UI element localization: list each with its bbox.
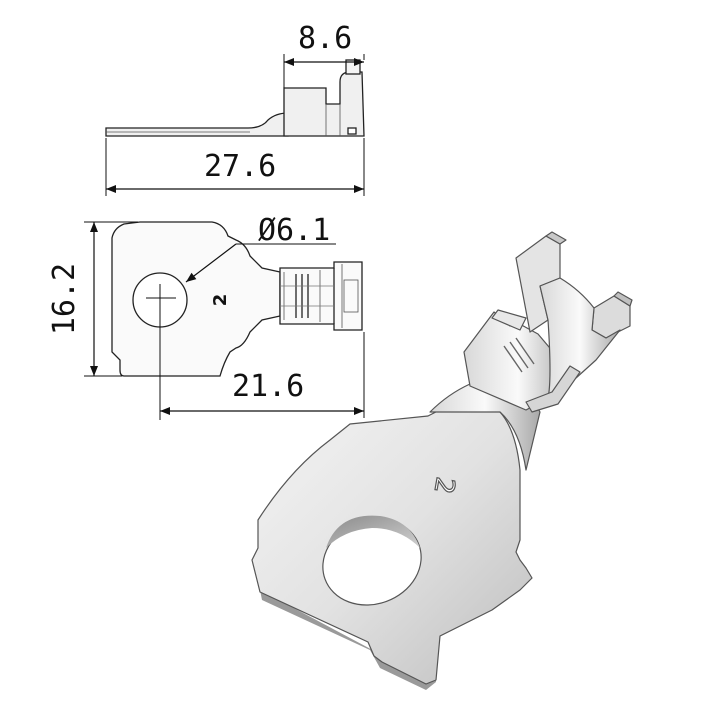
- dimension-tongue-width-label: 16.2: [47, 263, 82, 335]
- isometric-barrel-shell: [539, 277, 621, 399]
- top-view-barrel: [279, 261, 363, 331]
- dimension-overall-length-label: 27.6: [204, 149, 276, 184]
- isometric-serrations: [503, 337, 535, 373]
- side-view: [105, 59, 365, 137]
- dimension-hole-to-end: 21.6: [160, 332, 365, 418]
- dimension-overall-length: 27.6: [105, 138, 365, 196]
- top-view-tongue: [111, 221, 281, 377]
- dimension-hole-diameter: Ø6.1: [185, 213, 336, 283]
- dimension-hole-to-end-label: 21.6: [232, 369, 304, 404]
- side-view-crimp-barrel: [283, 71, 365, 137]
- side-view-tongue: [105, 112, 289, 137]
- dimension-crimp-width-label: 8.6: [298, 21, 352, 56]
- dimension-hole-diameter-label: Ø6.1: [258, 213, 330, 248]
- isometric-view: [251, 231, 633, 690]
- size-code-marking-isometric: 2: [428, 475, 460, 497]
- dimension-crimp-width: 8.6: [283, 21, 365, 88]
- top-view: [111, 221, 363, 377]
- dimension-tongue-width: 16.2: [47, 221, 138, 377]
- center-mark-icon: [146, 284, 176, 420]
- size-code-marking-top: 2: [210, 294, 231, 307]
